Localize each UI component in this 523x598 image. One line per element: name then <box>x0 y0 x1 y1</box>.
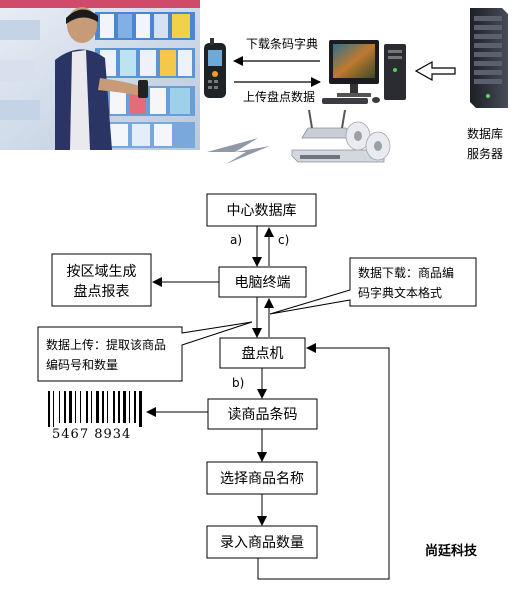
database-server-icon <box>470 8 508 108</box>
wireless-router-icon <box>301 109 353 139</box>
download-callout-line1: 数据下载：商品编 <box>358 265 454 280</box>
upload-callout <box>37 321 253 382</box>
label-a: a) <box>230 233 242 247</box>
supermarket-photo <box>0 0 200 150</box>
barcode-bar <box>102 391 104 423</box>
barcode-bar <box>86 391 88 423</box>
read-barcode-label: 读商品条码 <box>228 406 298 423</box>
barcode-bar <box>134 391 136 423</box>
pc-terminal-label: 电脑终端 <box>235 275 291 291</box>
db-server-label-line2: 服务器 <box>467 146 503 161</box>
barcode-bar <box>53 391 54 427</box>
barcode-bar <box>96 391 99 423</box>
barcode-bar <box>91 391 92 423</box>
select-product-name-box <box>206 461 318 495</box>
barcode-bar <box>113 391 115 423</box>
barcode-bar <box>129 391 130 423</box>
server-to-terminal-arrow <box>414 60 456 82</box>
central-database-label: 中心数据库 <box>227 203 297 219</box>
barcode-bar <box>69 391 72 423</box>
select-product-name-label: 选择商品名称 <box>220 471 304 487</box>
upload-data-label: 上传盘点数据 <box>243 89 315 104</box>
report-label-line1: 按区域生成 <box>67 264 137 280</box>
barcode-bar <box>123 391 126 423</box>
barcode-bar <box>59 391 60 423</box>
barcode-bar <box>118 391 120 423</box>
desktop-computer-icon <box>322 40 406 104</box>
enter-quantity-box <box>206 525 318 559</box>
download-callout <box>269 257 477 315</box>
barcode-bar <box>139 391 142 427</box>
barcode-bar <box>107 391 108 423</box>
shelf-products <box>0 12 195 148</box>
upload-callout-line1: 数据上传：提取该商品 <box>46 337 166 352</box>
barcode-bar <box>75 391 76 423</box>
db-server-label-line1: 数据库 <box>467 126 503 141</box>
handheld-terminal-icon <box>204 38 226 98</box>
loop-back-arrow <box>257 343 390 580</box>
enter-quantity-label: 录入商品数量 <box>220 535 304 551</box>
report-label-line2: 盘点报表 <box>74 283 130 300</box>
regional-report-box <box>51 253 152 307</box>
wireless-signal-icon <box>207 138 270 164</box>
brand-label: 尚廷科技 <box>425 543 478 559</box>
label-b: b) <box>232 376 244 390</box>
central-database-box <box>206 193 317 227</box>
shop-worker <box>55 7 148 150</box>
barcode-number: 5467 8934 <box>52 427 131 442</box>
inventory-device-box <box>219 337 306 369</box>
barcode-bar <box>48 391 50 427</box>
label-c: c) <box>278 233 289 247</box>
barcode-graphic <box>48 391 142 427</box>
inventory-device-label: 盘点机 <box>242 345 284 362</box>
read-barcode-box <box>207 398 318 430</box>
download-callout-line2: 码字典文本格式 <box>358 285 442 300</box>
upload-callout-line2: 编码号和数量 <box>46 357 118 372</box>
barcode-bar <box>80 391 81 423</box>
download-dict-label: 下载条码字典 <box>246 36 318 51</box>
access-point-icons <box>345 121 391 161</box>
barcode-bar <box>64 391 66 423</box>
